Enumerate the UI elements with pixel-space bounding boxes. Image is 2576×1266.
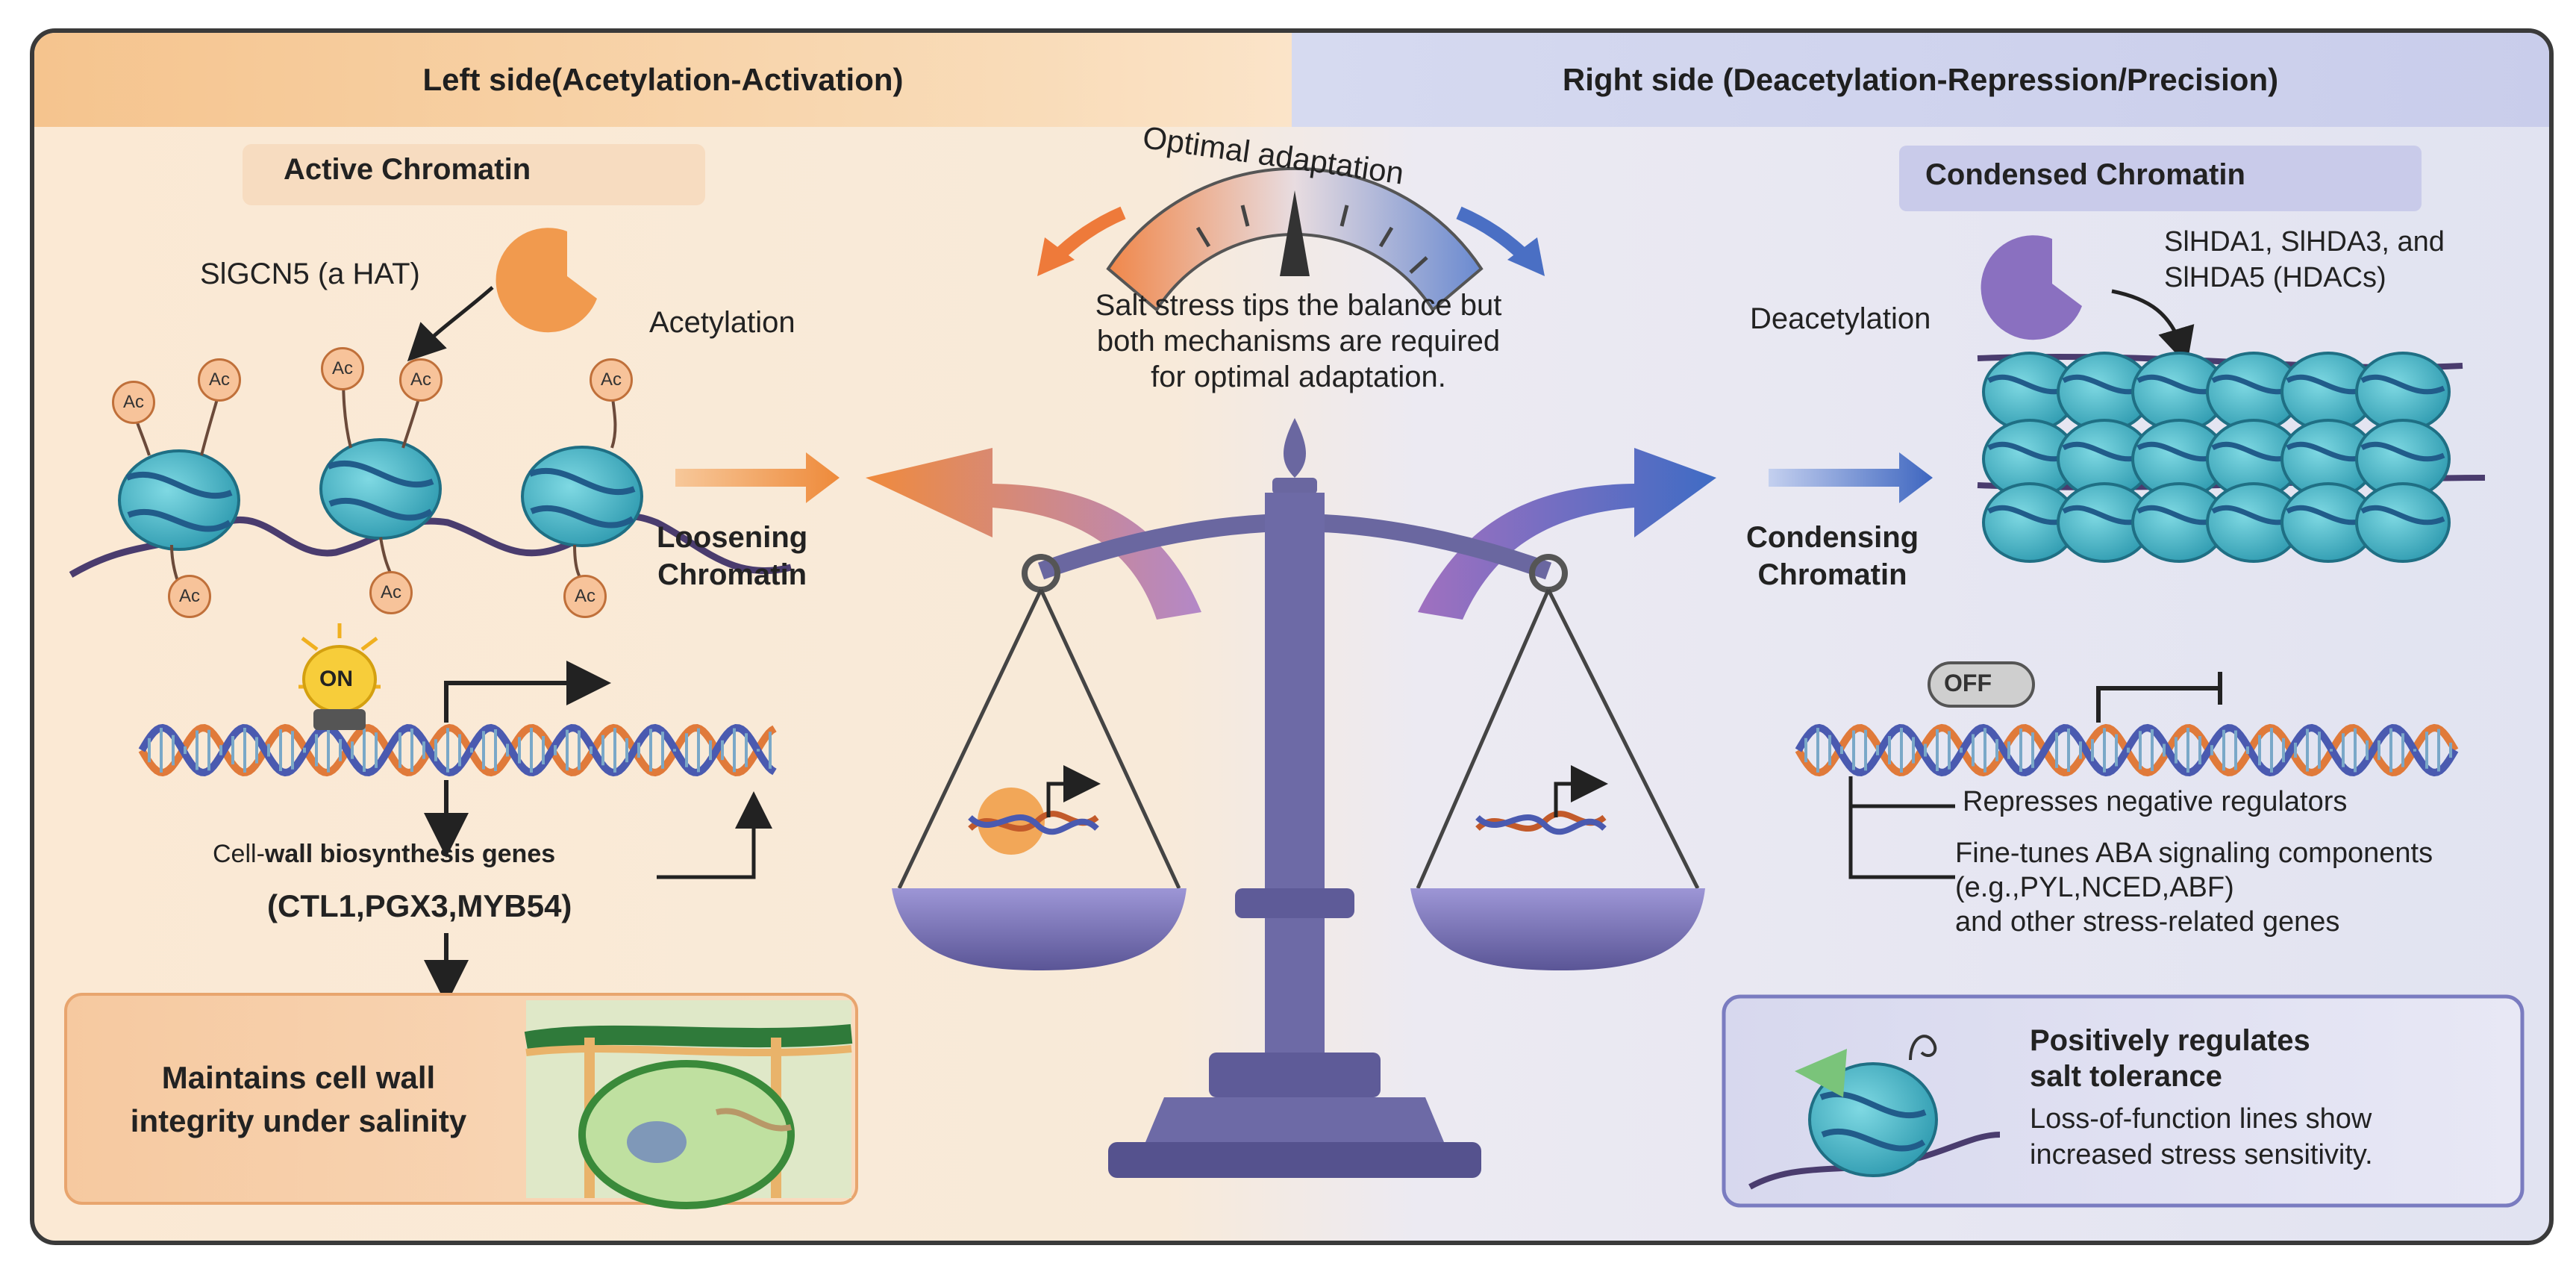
- off-label: OFF: [1944, 670, 1992, 696]
- nucleosome-2: [319, 438, 442, 540]
- genes-list: (CTL1,PGX3,MYB54): [267, 888, 572, 923]
- ac-badge: Ac: [563, 575, 607, 618]
- right-outcome-desc-line2: increased stress sensitivity.: [2030, 1139, 2373, 1170]
- represses-label: Represses negative regulators: [1963, 786, 2348, 817]
- big-right-arrow: [1418, 448, 1716, 620]
- ac-badge: Ac: [321, 347, 364, 390]
- left-outcome-line1: Maintains cell wall: [161, 1060, 436, 1095]
- active-chromatin-pill: [243, 144, 705, 205]
- loosening-label: Loosening Chromatin: [657, 519, 807, 593]
- condensing-line1: Condensing: [1746, 521, 1919, 554]
- balance-scale: [892, 418, 1705, 1178]
- dna-helix-left: [138, 723, 777, 777]
- condensed-chromatin-label: Condensed Chromatin: [1925, 158, 2245, 191]
- hdac-arrow: [2111, 289, 2195, 366]
- condensed-chromatin-pill: [1899, 146, 2422, 211]
- condensing-label: Condensing Chromatin: [1746, 519, 1919, 593]
- nucleosome-1: [118, 449, 240, 551]
- right-outcome-desc-line1: Loss-of-function lines show: [2030, 1103, 2372, 1135]
- hat-label: SlGCN5 (a HAT): [200, 258, 420, 290]
- on-label: ON: [319, 667, 353, 691]
- acetylation-label: Acetylation: [649, 306, 795, 339]
- right-outcome-title-line1: Positively regulates: [2030, 1024, 2310, 1057]
- caption-line1: Salt stress tips the balance but: [1095, 289, 1502, 322]
- hat-arrow: [407, 286, 494, 362]
- finetunes-line2: (e.g.,PYL,NCED,ABF): [1955, 872, 2234, 903]
- ac-badge: Ac: [168, 575, 211, 618]
- on-bulb-icon: [298, 623, 381, 730]
- transcription-arrow-left: [444, 661, 611, 723]
- genes-prefix: Cell-: [213, 840, 265, 868]
- deacetylation-label: Deacetylation: [1750, 302, 1931, 335]
- finetunes-line3: and other stress-related genes: [1955, 906, 2340, 938]
- condensed-chromatin-cluster: [1977, 352, 2486, 563]
- hdac-line1: SlHDA1, SlHDA3, and: [2164, 226, 2445, 258]
- finetunes-label: Fine-tunes ABA signaling components (e.g…: [1955, 836, 2433, 939]
- cell-wall-genes-label: Cell-wall biosynthesis genes: [213, 840, 555, 869]
- caption-line2: both mechanisms are required: [1096, 325, 1501, 358]
- genes-rest: wall biosynthesis genes: [264, 840, 556, 868]
- left-outcome-line2: integrity under salinity: [130, 1103, 467, 1138]
- cell-wall-illustration: [524, 1000, 853, 1209]
- right-outcome-desc: Loss-of-function lines show increased st…: [2030, 1101, 2373, 1173]
- gauge-meter: [1106, 166, 1484, 312]
- ac-badge: Ac: [590, 358, 633, 402]
- ac-badge: Ac: [369, 571, 413, 614]
- gauge-needle: [1280, 190, 1310, 276]
- ac-badge: Ac: [399, 358, 443, 402]
- repression-arrow: [2096, 672, 2222, 723]
- ac-badge: Ac: [198, 358, 241, 402]
- hdac-enzyme-icon: [1981, 235, 2082, 340]
- active-chromatin-label: Active Chromatin: [284, 153, 531, 186]
- right-outcome-title-line2: salt tolerance: [2030, 1060, 2222, 1093]
- branch-lines-right: [1848, 776, 1955, 879]
- feedback-arrow: [657, 791, 772, 879]
- finetunes-line1: Fine-tunes ABA signaling components: [1955, 838, 2433, 869]
- gauge-right-arrowhead: [1507, 237, 1545, 276]
- loosening-line2: Chromatin: [657, 558, 807, 591]
- right-header-title: Right side (Deacetylation-Repression/Pre…: [1562, 62, 2279, 97]
- center-caption: Salt stress tips the balance but both me…: [1037, 287, 1560, 395]
- hdac-label: SlHDA1, SlHDA3, and SlHDA5 (HDACs): [2164, 224, 2445, 296]
- off-badge: [1928, 661, 2035, 708]
- loosening-arrow: [675, 452, 840, 503]
- big-left-arrow: [866, 448, 1201, 620]
- gauge-left-arrowhead: [1037, 237, 1075, 276]
- left-header-title: Left side(Acetylation-Activation): [422, 62, 904, 97]
- outcome-nucleosome-icon: [1748, 1035, 2001, 1190]
- hat-enzyme-icon: [495, 228, 597, 333]
- left-header: Left side(Acetylation-Activation): [34, 33, 1292, 127]
- loosening-line1: Loosening: [657, 521, 808, 554]
- condensing-arrow: [1769, 452, 1933, 503]
- nucleosome-3: [521, 446, 643, 547]
- right-outcome-title: Positively regulates salt tolerance: [2030, 1023, 2310, 1094]
- ac-badge: Ac: [112, 381, 155, 424]
- left-outcome-text: Maintains cell wall integrity under sali…: [90, 1056, 507, 1143]
- dna-helix-right: [1795, 723, 2459, 777]
- caption-line3: for optimal adaptation.: [1151, 361, 1446, 393]
- hdac-line2: SlHDA5 (HDACs): [2164, 262, 2386, 293]
- right-header: Right side (Deacetylation-Repression/Pre…: [1292, 33, 2549, 127]
- condensing-line2: Chromatin: [1757, 558, 1907, 591]
